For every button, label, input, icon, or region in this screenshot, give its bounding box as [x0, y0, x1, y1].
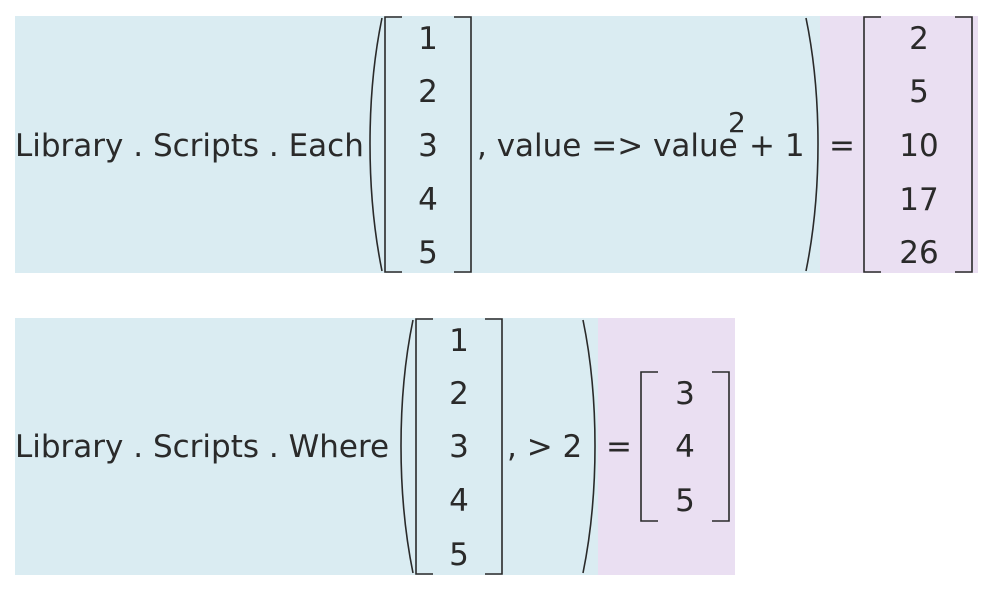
equals-sign: = — [829, 128, 855, 164]
matrix-cell: 2 — [418, 74, 438, 110]
input-matrix-bracket — [384, 16, 472, 273]
predicate-argument: , > 2 — [507, 429, 583, 465]
matrix-cell: 4 — [675, 429, 695, 465]
matrix-cell: 2 — [909, 21, 929, 57]
matrix-cell: 2 — [449, 376, 469, 412]
output-matrix-bracket — [640, 371, 730, 522]
matrix-cell: 3 — [449, 429, 469, 465]
input-matrix-bracket — [415, 318, 503, 575]
lambda-tail: + 1 — [749, 128, 805, 164]
matrix-cell: 10 — [899, 128, 939, 164]
right-paren — [582, 319, 596, 574]
input-region — [15, 16, 820, 273]
matrix-cell: 1 — [418, 21, 438, 57]
matrix-cell: 3 — [418, 128, 438, 164]
output-matrix-bracket — [863, 16, 973, 273]
matrix-cell: 4 — [418, 182, 438, 218]
matrix-cell: 5 — [449, 537, 469, 573]
function-name: Library . Scripts . Where — [15, 429, 390, 465]
exponent: 2 — [728, 106, 746, 139]
matrix-cell: 5 — [418, 235, 438, 271]
input-region — [15, 318, 598, 575]
result-region — [598, 318, 735, 575]
matrix-cell: 5 — [675, 483, 695, 519]
left-paren — [400, 319, 414, 574]
result-region — [820, 16, 978, 273]
matrix-cell: 1 — [449, 323, 469, 359]
matrix-cell: 5 — [909, 74, 929, 110]
equals-sign: = — [606, 429, 632, 465]
matrix-cell: 4 — [449, 483, 469, 519]
lambda-argument: , value => value — [477, 128, 738, 164]
matrix-cell: 26 — [899, 235, 939, 271]
matrix-cell: 17 — [899, 182, 939, 218]
left-paren — [369, 17, 383, 272]
function-name: Library . Scripts . Each — [15, 128, 364, 164]
right-paren — [805, 17, 819, 272]
matrix-cell: 3 — [675, 376, 695, 412]
